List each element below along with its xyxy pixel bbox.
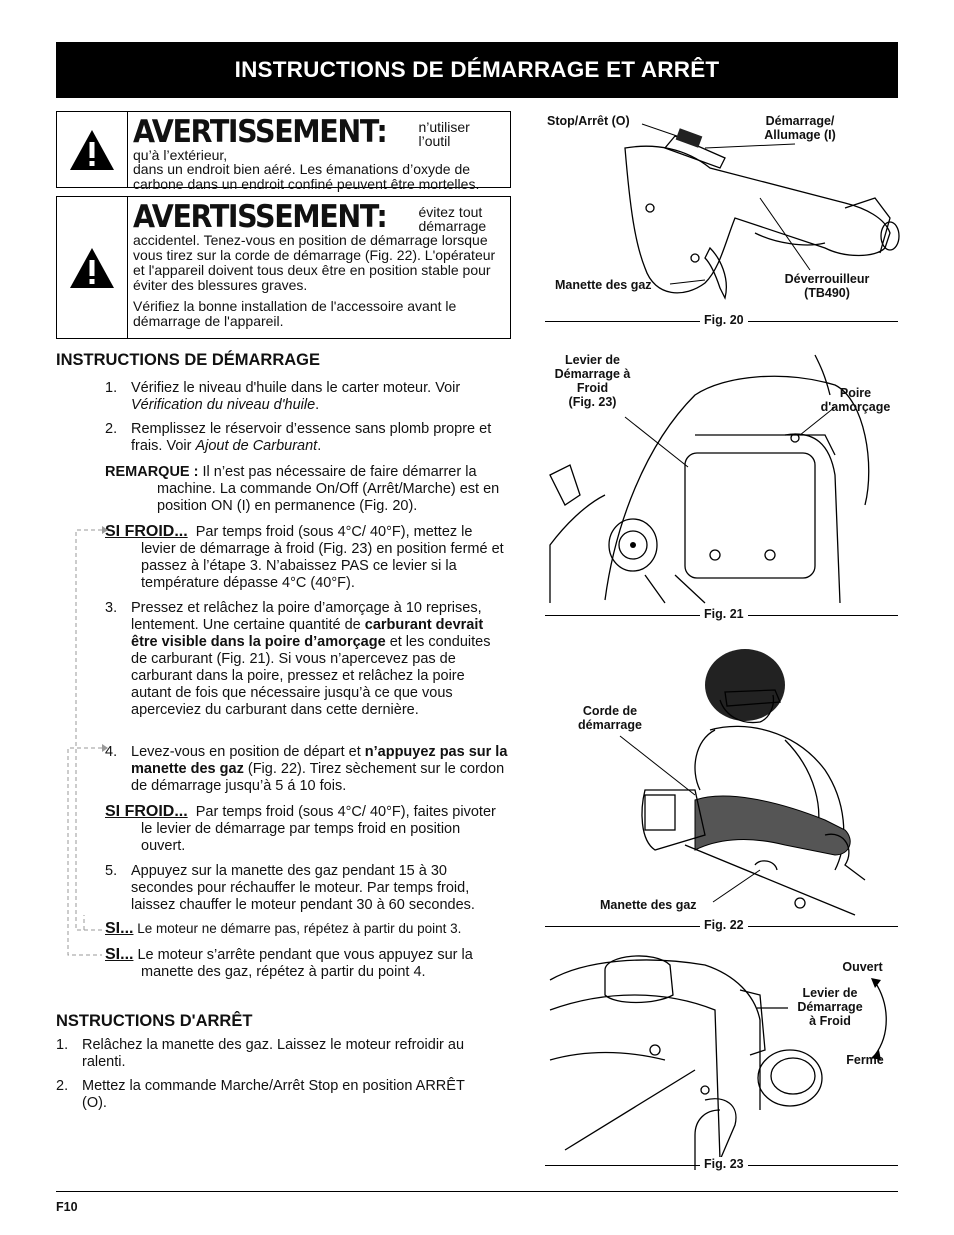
si-froid-2: SI FROID... Par temps froid (sous 4°C/ 4… — [105, 803, 496, 854]
si-froid-1: SI FROID... Par temps froid (sous 4°C/ 4… — [105, 523, 504, 591]
page-number: F10 — [56, 1200, 78, 1214]
footer-divider — [56, 1191, 898, 1192]
step-number: 1. — [56, 1037, 69, 1053]
step-5: Appuyez sur la manette des gaz pendant 1… — [131, 863, 475, 913]
stop-step-2: Mettez la commande Marche/Arrêt Stop en … — [82, 1078, 465, 1111]
leader-lines — [641, 123, 811, 285]
label-unlock: Déverrouilleur (TB490) — [784, 272, 870, 300]
si-restart-3: SI... Le moteur ne démarre pas, répétez … — [105, 920, 462, 937]
warning-text-line: évitez tout — [418, 204, 483, 220]
remarque-note: REMARQUE : Il n’est pas nécessaire de fa… — [105, 464, 500, 514]
fig22-caption: Fig. 22 — [700, 918, 748, 932]
label-open: Ouvert — [842, 960, 883, 974]
label-primer-bulb: Poire d'amorçage — [820, 386, 891, 414]
step-number: 3. — [105, 600, 118, 616]
arrow-down-icon — [871, 1050, 881, 1060]
arrow-up-icon — [871, 978, 881, 988]
label-stop: Stop/Arrêt (O) — [547, 114, 630, 128]
leader-lines — [619, 735, 761, 903]
figure-21: Levier de Démarrage à Froid (Fig. 23) Po… — [545, 345, 900, 607]
label-choke-lever: Levier de Démarrage à Froid — [797, 986, 863, 1028]
step-3: Pressez et relâchez la poire d’amorçage … — [131, 600, 491, 718]
warning-text: dans un endroit bien aéré. Les émanation… — [133, 161, 480, 192]
warning-text-line: n’utiliser l’outil — [418, 119, 470, 149]
label-choke-lever: Levier de Démarrage à Froid (Fig. 23) — [554, 353, 631, 409]
step-2: Remplissez le réservoir d’essence sans p… — [131, 421, 492, 454]
figure-20: Stop/Arrêt (O) Démarrage/ Allumage (I) M… — [545, 108, 900, 333]
warning-label: AVERTISSEMENT: — [133, 199, 388, 235]
fig21-caption: Fig. 21 — [700, 607, 748, 621]
step-number: 1. — [105, 380, 118, 396]
warning-text-2: Vérifiez la bonne installation de l'acce… — [133, 298, 457, 329]
label-start: Démarrage/ Allumage (I) — [764, 114, 836, 142]
section-header: INSTRUCTIONS DE DÉMARRAGE ET ARRÊT — [56, 42, 898, 98]
step-1: Vérifiez le niveau d'huile dans le carte… — [131, 380, 461, 413]
warning-triangle-icon — [57, 112, 128, 187]
fig20-caption: Fig. 20 — [700, 313, 748, 327]
step-number: 4. — [105, 744, 118, 760]
warning-label: AVERTISSEMENT: — [133, 114, 388, 150]
leader-lines — [757, 978, 887, 1060]
label-throttle: Manette des gaz — [555, 278, 652, 292]
flow-arrows — [67, 526, 108, 956]
section-title: INSTRUCTIONS DE DÉMARRAGE ET ARRÊT — [234, 57, 720, 82]
figure-22: Corde de démarrage Manette des gaz — [545, 640, 900, 920]
step-4: Levez-vous en position de départ et n’ap… — [131, 744, 508, 794]
warning-text-line: qu’à l’extérieur, — [133, 147, 228, 163]
figure-23: Ouvert Levier de Démarrage à Froid Ferme — [545, 950, 900, 1172]
fig23-caption: Fig. 23 — [700, 1157, 748, 1171]
step-number: 2. — [105, 421, 118, 437]
warning-text-line: démarrage — [418, 218, 487, 234]
label-starter-cord: Corde de démarrage — [578, 704, 642, 732]
warning-triangle-icon — [57, 197, 128, 338]
step-1-reference: Vérification du niveau d'huile — [131, 397, 316, 413]
stop-step-1: Relâchez la manette des gaz. Laissez le … — [82, 1037, 465, 1070]
trimmer-handle-illustration — [624, 128, 900, 300]
step-number: 2. — [56, 1078, 69, 1094]
warning-box-start: AVERTISSEMENT: évitez tout démarrage acc… — [56, 196, 511, 339]
si-restart-4: SI... Le moteur s’arrête pendant que vou… — [105, 946, 473, 980]
step-2-reference: Ajout de Carburant — [195, 438, 318, 454]
warning-text: accidentel. Tenez-vous en position de dé… — [133, 232, 496, 293]
operator-starting-illustration — [641, 649, 866, 916]
step-number: 5. — [105, 863, 118, 879]
label-throttle: Manette des gaz — [600, 898, 697, 912]
stop-heading: NSTRUCTIONS D'ARRÊT — [56, 1012, 253, 1030]
start-heading: INSTRUCTIONS DE DÉMARRAGE — [56, 351, 321, 369]
leader-lines — [624, 406, 836, 468]
engine-primer-illustration — [549, 354, 870, 604]
choke-lever-illustration — [549, 955, 823, 1170]
warning-box-outdoor: AVERTISSEMENT: n’utiliser l’outil qu’à l… — [56, 111, 511, 192]
